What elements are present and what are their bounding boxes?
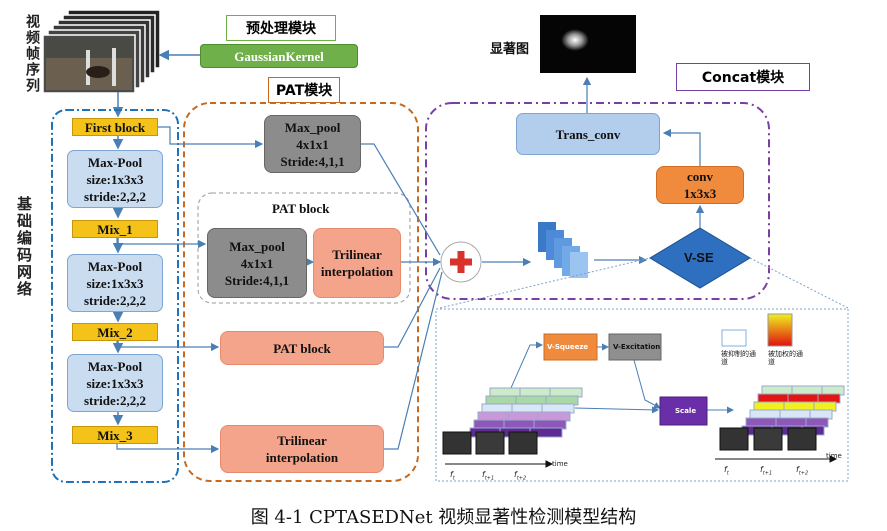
concat-module-title: Concat模块 xyxy=(676,63,810,91)
scale-label: Scale xyxy=(675,407,697,415)
pat-block-box: PAT block xyxy=(220,331,384,365)
enhanced-channel-label: 被加权的通道 xyxy=(768,350,803,366)
feature-cube-icon xyxy=(538,222,588,278)
suppressed-channel-label: 被抑制的通道 xyxy=(721,350,756,366)
output-feature-stack xyxy=(719,385,845,451)
first-block: First block xyxy=(72,118,158,136)
time-label-left: time xyxy=(552,460,568,468)
ft1-label-left: ft+1 xyxy=(482,470,495,482)
maxpool-block-3: Max-Pool size:1x3x3 stride:2,2,2 xyxy=(67,354,163,412)
preprocess-module-title: 预处理模块 xyxy=(226,15,336,41)
input-feature-stack xyxy=(442,387,583,455)
trilinear-inner-box: Trilinear interpolation xyxy=(313,228,401,298)
video-frames-stack xyxy=(42,9,161,94)
enhanced-channel-swatch xyxy=(767,313,793,347)
pat-module-title: PAT模块 xyxy=(268,77,340,103)
time-axes xyxy=(445,455,838,468)
vse-diamond xyxy=(649,227,751,289)
conv-box: conv 1x3x3 xyxy=(656,166,744,204)
figure-caption: 图 4-1 CPTASEDNet 视频显著性检测模型结构 xyxy=(250,507,637,528)
mix-1-block: Mix_1 xyxy=(72,220,158,238)
concat-container xyxy=(425,102,770,300)
maxpool-top-box: Max_pool 4x1x1 Stride:4,1,1 xyxy=(264,115,361,173)
pat-container xyxy=(183,102,419,482)
encoder-container xyxy=(51,109,179,483)
trans-conv-box: Trans_conv xyxy=(516,113,660,155)
maxpool-block-1: Max-Pool size:1x3x3 stride:2,2,2 xyxy=(67,150,163,208)
ft-label-left: ft xyxy=(450,470,455,482)
pat-to-plus-arrows xyxy=(361,143,443,450)
ft1-label-right: ft+1 xyxy=(760,465,773,477)
maxpool-inner-box: Max_pool 4x1x1 Stride:4,1,1 xyxy=(207,228,307,298)
vse-label: V-SE xyxy=(684,250,714,265)
maxpool-block-2: Max-Pool size:1x3x3 stride:2,2,2 xyxy=(67,254,163,312)
trilinear-bottom-box: Trilinear interpolation xyxy=(220,425,384,473)
ft-label-right: ft xyxy=(724,465,729,477)
v-excitation-box xyxy=(608,333,662,361)
encoder-network-label: 基础编码网络 xyxy=(15,196,33,298)
pat-block-title: PAT block xyxy=(272,201,330,216)
time-label-right: time xyxy=(826,452,842,460)
v-squeeze-box xyxy=(543,333,598,361)
saliency-map-label: 显著图 xyxy=(490,42,530,57)
scale-box xyxy=(659,396,708,426)
mix-3-block: Mix_3 xyxy=(72,426,158,444)
ft2-label-right: ft+2 xyxy=(796,465,809,477)
mix-2-block: Mix_2 xyxy=(72,323,158,341)
suppressed-channel-swatch xyxy=(721,329,747,347)
ft2-label-left: ft+2 xyxy=(514,470,527,482)
video-frames-label: 视频帧序列 xyxy=(24,14,40,94)
v-squeeze-label: V-Squeeze xyxy=(547,343,589,351)
gaussian-kernel-box: GaussianKernel xyxy=(200,44,358,68)
v-excitation-label: V-Excitation xyxy=(613,343,661,351)
